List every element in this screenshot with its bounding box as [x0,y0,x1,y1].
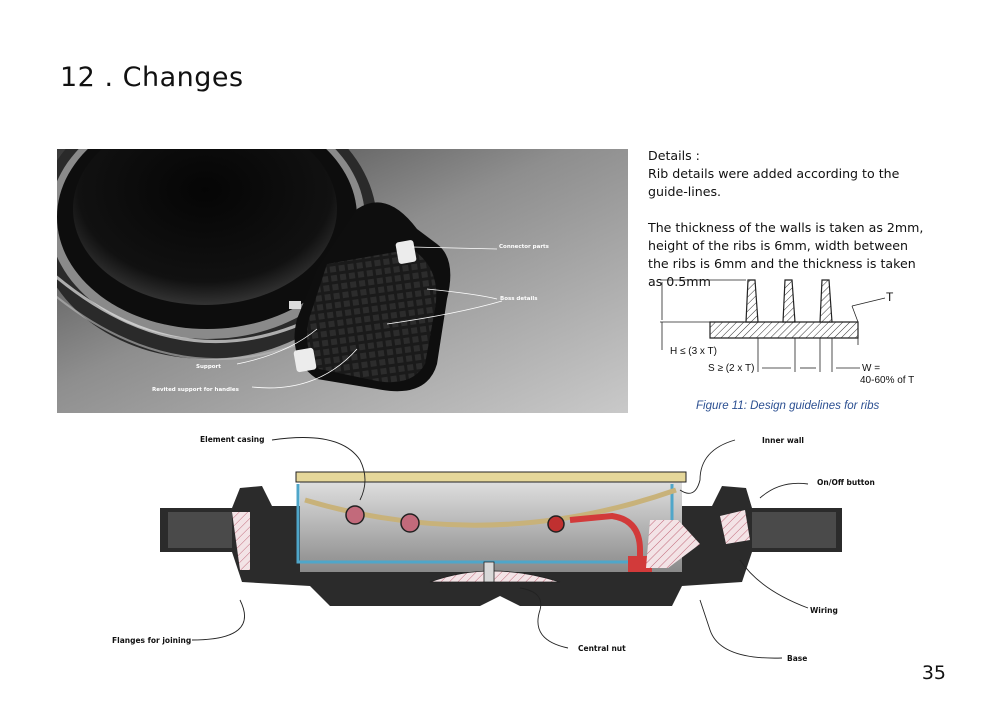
label-wiring: Wiring [810,606,838,615]
rib-w-value: 40-60% of T [860,375,915,386]
details-line-1: Rib details were added according to the … [648,166,900,199]
label-connector-parts: Connector parts [499,244,549,250]
label-support: Support [196,364,221,370]
label-boss-details: Boss details [500,296,538,302]
label-revited-support: Revited support for handles [152,387,239,393]
rib-guidelines-figure [660,279,886,372]
label-flanges: Flanges for joining [112,636,192,645]
label-inner-wall: Inner wall [762,436,804,445]
rib-figure-caption: Figure 11: Design guidelines for ribs [696,400,880,412]
label-central-nut: Central nut [578,644,626,653]
page-title: 12 . Changes [60,62,244,93]
label-element-casing: Element casing [200,435,265,444]
rib-s-label: S ≥ (2 x T) [708,363,755,374]
label-base: Base [787,654,808,663]
product-render-image [57,149,628,413]
details-text-block: Details : Rib details were added accordi… [648,147,928,291]
details-line-2: The thickness of the walls is taken as 2… [648,220,924,289]
rib-w-label: W = [862,363,881,374]
rib-t-label: T [886,290,894,304]
cross-section-drawing [160,437,842,659]
details-heading: Details : [648,148,700,163]
page-number: 35 [921,662,946,684]
label-on-off-button: On/Off button [817,478,875,487]
rib-h-label: H ≤ (3 x T) [670,346,717,357]
